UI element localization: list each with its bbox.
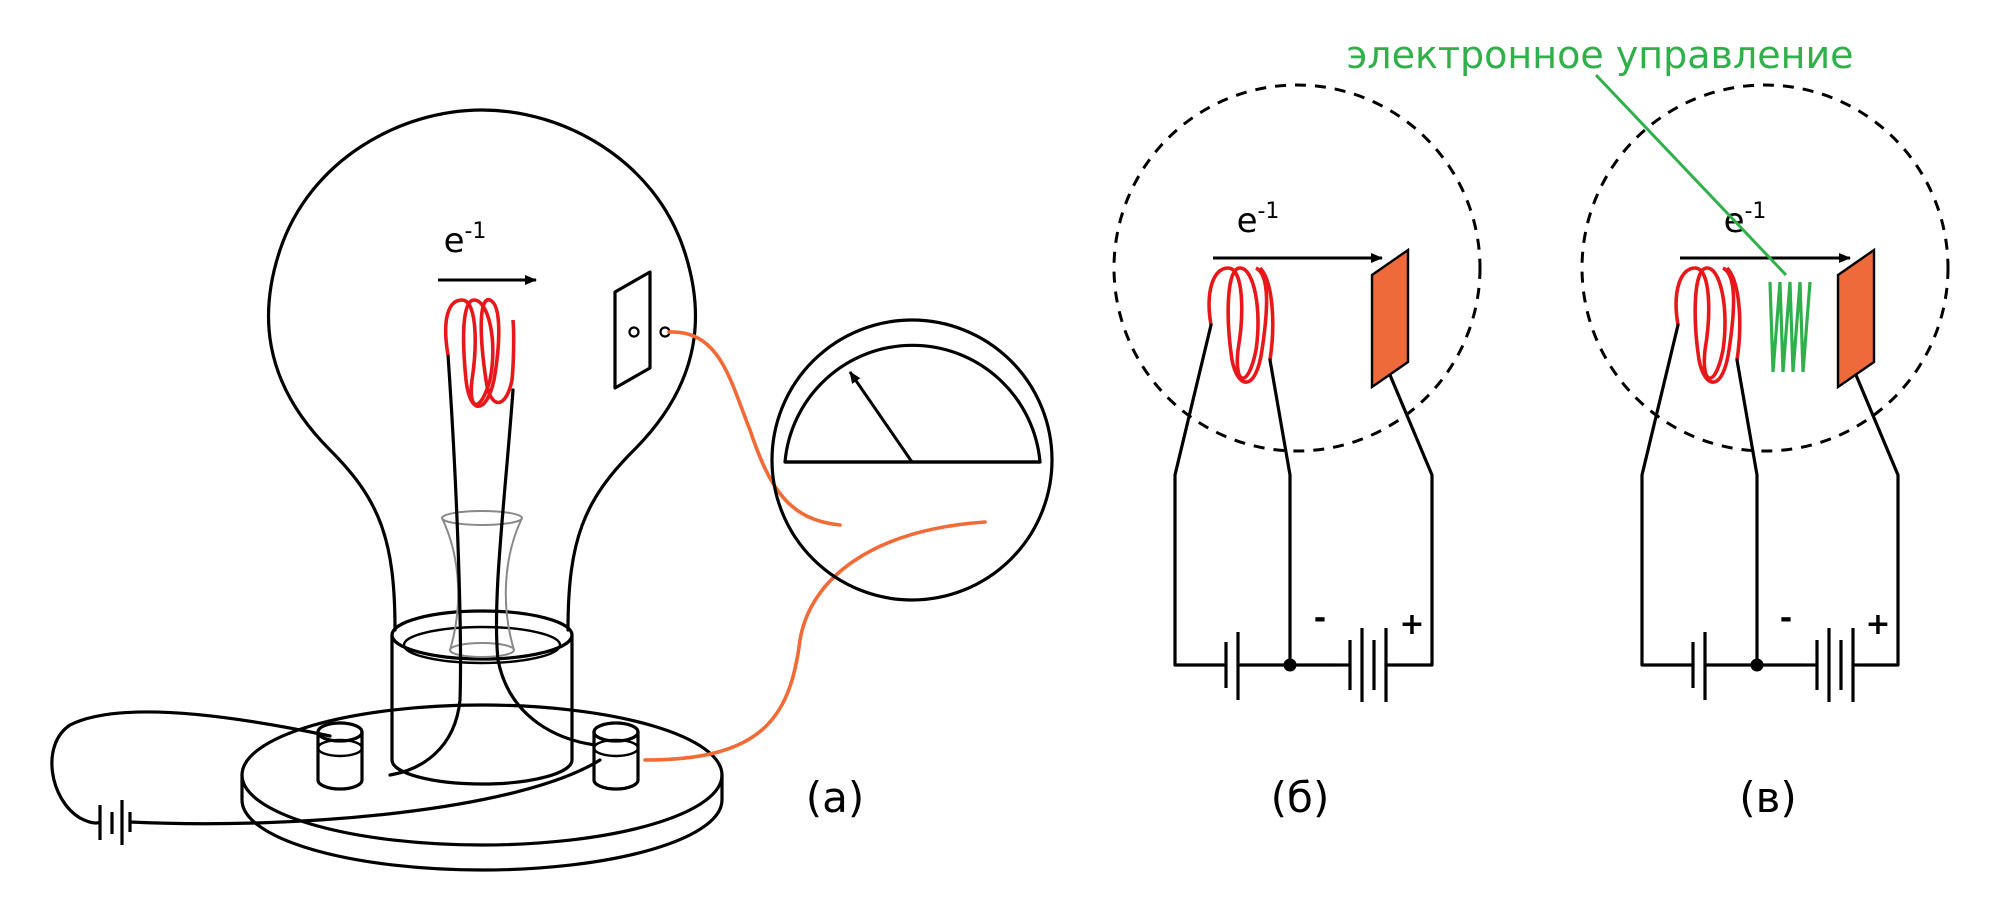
junction-c	[1750, 658, 1764, 672]
filament-lead-right	[494, 388, 597, 747]
filament-coil-b	[1207, 266, 1275, 384]
plus-sign-c: +	[1865, 607, 1890, 642]
control-grid-annotation: электронное управление	[1346, 33, 1853, 77]
minus-sign-b: -	[1314, 601, 1326, 636]
panel-label-a: (a)	[806, 773, 865, 822]
tube-envelope-c	[1580, 83, 1950, 453]
battery-lead-left	[50, 710, 332, 825]
junction-b	[1283, 658, 1297, 672]
panel-label-b: (б)	[1271, 773, 1330, 822]
lamp-stem	[390, 609, 574, 786]
lamp-base	[240, 703, 724, 872]
panel-a-edison-lamp: e-1 (a)	[50, 108, 1054, 872]
circuit-c	[1640, 323, 1900, 667]
electron-label-c: e-1	[1724, 199, 1767, 241]
glass-pinch	[441, 510, 523, 658]
battery-filament-c	[1691, 632, 1707, 700]
panel-b-diode: e-1 - + (б)	[1112, 83, 1482, 822]
meter-needle	[848, 371, 914, 463]
circuit-b	[1173, 323, 1434, 667]
battery-plate-c	[1802, 628, 1864, 702]
panel-c-triode: e-1 - + электро	[1346, 33, 1950, 822]
electron-label-a: e-1	[444, 219, 487, 261]
plate-electrode-c	[1836, 247, 1876, 390]
terminal-left	[316, 721, 364, 791]
terminal-right	[592, 721, 640, 791]
minus-sign-c: -	[1780, 601, 1792, 636]
annotation-leader	[1594, 73, 1788, 277]
plate-contact-a	[628, 326, 640, 338]
galvanometer	[770, 318, 1054, 602]
meter-wire-base	[643, 520, 987, 762]
battery-symbol-a	[98, 800, 132, 845]
filament-coil	[443, 298, 516, 408]
tube-envelope-b	[1112, 83, 1482, 453]
plus-sign-b: +	[1399, 607, 1424, 642]
panel-label-c: (в)	[1739, 773, 1797, 822]
electron-label-b: e-1	[1237, 199, 1280, 241]
plate-electrode-a	[613, 270, 652, 390]
plate-electrode-b	[1370, 247, 1410, 390]
battery-filament-b	[1224, 632, 1240, 700]
battery-lead-right	[128, 758, 602, 826]
control-grid	[1768, 281, 1812, 373]
filament-coil-c	[1674, 266, 1742, 384]
battery-plate-b	[1335, 628, 1388, 702]
glass-bulb	[266, 108, 698, 632]
meter-wire-plate	[667, 330, 842, 527]
filament-lead-left	[388, 353, 463, 777]
